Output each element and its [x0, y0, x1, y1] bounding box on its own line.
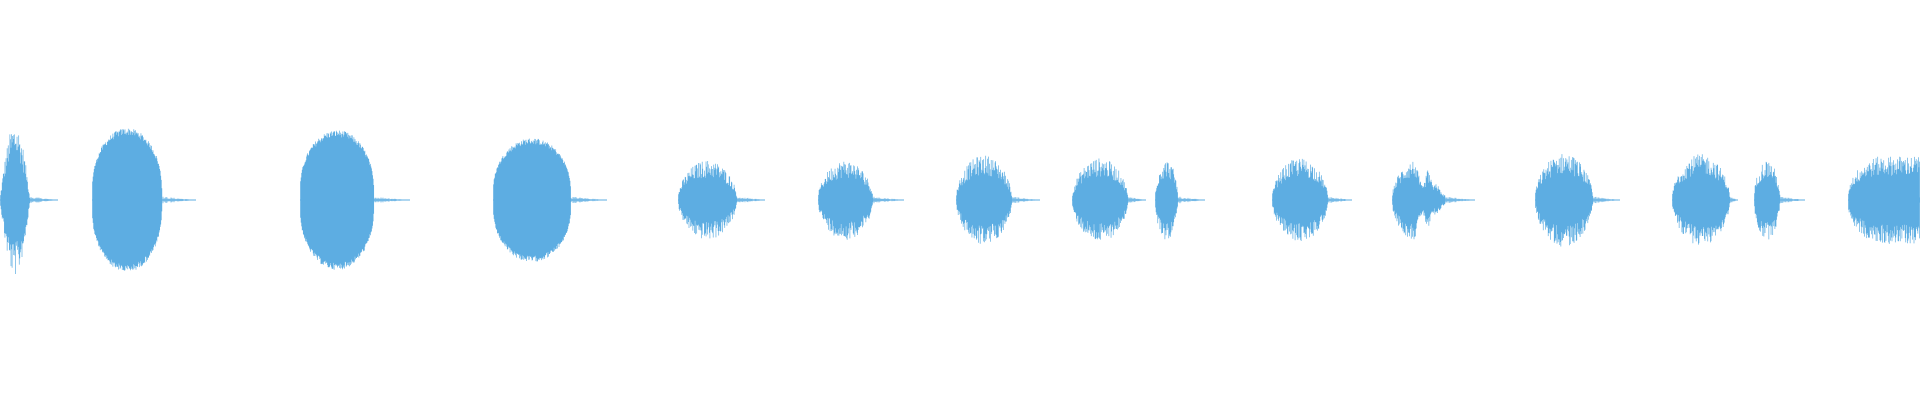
- waveform-segment-9: [1155, 162, 1205, 240]
- waveform-segment-13: [1672, 154, 1738, 245]
- waveform-segment-7: [956, 155, 1040, 244]
- waveform-segment-5: [678, 161, 765, 239]
- waveform-segment-14: [1754, 161, 1805, 240]
- waveform-burst: [1754, 161, 1805, 240]
- waveform-segment-3: [300, 130, 410, 270]
- waveform-segment-2: [92, 128, 196, 271]
- waveform-segment-15: [1848, 156, 1920, 244]
- waveform-segment-4: [493, 138, 607, 262]
- waveform-segments: [0, 128, 1920, 274]
- waveform-burst: [818, 161, 904, 240]
- waveform-burst: [1072, 158, 1146, 240]
- waveform-burst: [1155, 162, 1205, 240]
- waveform-segment-8: [1072, 158, 1146, 240]
- waveform-burst: [1848, 156, 1920, 244]
- waveform-segment-11: [1392, 161, 1475, 240]
- waveform-segment-12: [1535, 154, 1620, 247]
- waveform-segment-10: [1272, 158, 1352, 241]
- waveform-burst: [0, 134, 58, 274]
- waveform-segment-6: [818, 161, 904, 240]
- waveform-burst: [1392, 161, 1475, 240]
- waveform-segment-1: [0, 134, 58, 274]
- waveform-burst: [1672, 154, 1738, 245]
